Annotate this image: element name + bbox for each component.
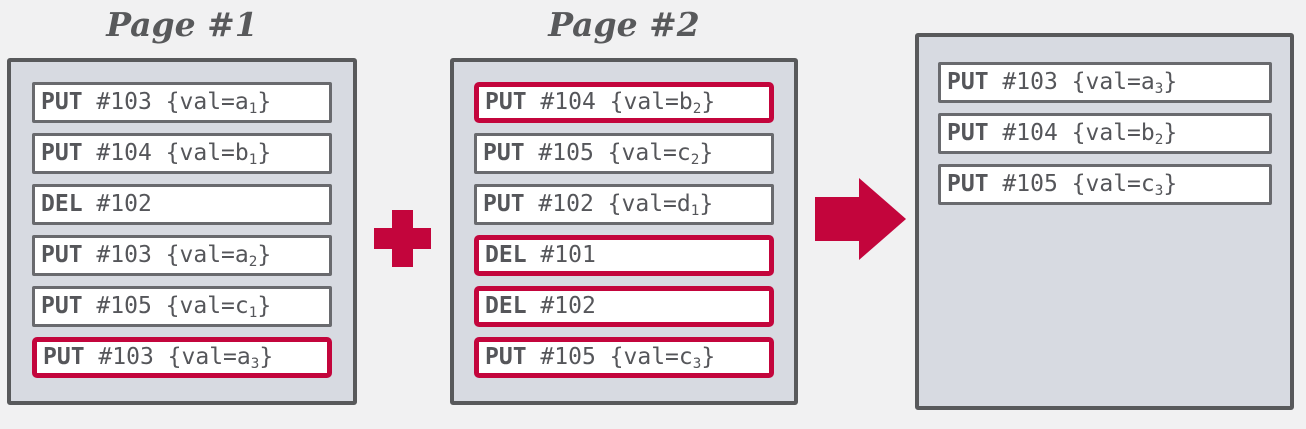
record-key: #103 <box>1002 69 1058 95</box>
plus-icon <box>374 210 431 267</box>
op-code: PUT <box>41 89 83 115</box>
operation-row: PUT #102 {val=d1} <box>474 184 774 225</box>
record-key: #102 <box>96 191 152 217</box>
op-code: PUT <box>483 191 525 217</box>
value-version-subscript: 2 <box>248 253 258 270</box>
merged-page-box: PUT #103 {val=a3}PUT #104 {val=b2}PUT #1… <box>915 33 1294 410</box>
record-key: #104 <box>96 140 152 166</box>
record-value: {val=a3} <box>167 344 274 372</box>
operation-row: DEL #102 <box>474 286 774 327</box>
record-value: {val=a2} <box>165 242 272 270</box>
record-key: #103 <box>98 344 154 370</box>
operation-row: PUT #105 {val=c1} <box>32 286 332 327</box>
record-key: #105 <box>540 344 596 370</box>
operation-row: DEL #101 <box>474 235 774 276</box>
operation-row: PUT #103 {val=a3} <box>32 337 332 378</box>
operation-row: PUT #104 {val=b1} <box>32 133 332 174</box>
operation-row: DEL #102 <box>32 184 332 225</box>
record-value: {val=a3} <box>1071 69 1178 97</box>
value-version-subscript: 2 <box>692 100 702 117</box>
op-code: PUT <box>483 140 525 166</box>
page2-box: PUT #104 {val=b2}PUT #105 {val=c2}PUT #1… <box>450 58 798 405</box>
record-key: #104 <box>1002 120 1058 146</box>
value-version-subscript: 3 <box>1154 80 1164 97</box>
op-code: DEL <box>485 242 527 268</box>
value-version-subscript: 1 <box>248 304 258 321</box>
op-code: PUT <box>41 293 83 319</box>
op-code: PUT <box>41 140 83 166</box>
op-code: PUT <box>947 120 989 146</box>
operation-row: PUT #103 {val=a1} <box>32 82 332 123</box>
op-code: PUT <box>485 89 527 115</box>
operation-row: PUT #105 {val=c2} <box>474 133 774 174</box>
record-key: #105 <box>538 140 594 166</box>
page1-title: Page #1 <box>106 5 258 44</box>
record-key: #103 <box>96 242 152 268</box>
value-version-subscript: 2 <box>690 151 700 168</box>
record-key: #105 <box>96 293 152 319</box>
record-key: #102 <box>538 191 594 217</box>
value-version-subscript: 1 <box>248 100 258 117</box>
arrow-body <box>815 197 861 241</box>
record-value: {val=c1} <box>165 293 272 321</box>
op-code: PUT <box>947 69 989 95</box>
record-key: #102 <box>540 293 596 319</box>
value-version-subscript: 1 <box>690 202 700 219</box>
op-code: PUT <box>41 242 83 268</box>
op-code: PUT <box>485 344 527 370</box>
operation-row: PUT #103 {val=a3} <box>938 62 1272 103</box>
value-version-subscript: 1 <box>248 151 258 168</box>
record-value: {val=a1} <box>165 89 272 117</box>
value-version-subscript: 3 <box>250 355 260 372</box>
op-code: DEL <box>485 293 527 319</box>
record-value: {val=b2} <box>1071 120 1178 148</box>
record-key: #103 <box>96 89 152 115</box>
value-version-subscript: 2 <box>1154 131 1164 148</box>
operation-row: PUT #104 {val=b2} <box>474 82 774 123</box>
record-value: {val=b2} <box>609 89 716 117</box>
value-version-subscript: 3 <box>1154 182 1164 199</box>
record-value: {val=c3} <box>1071 171 1178 199</box>
record-value: {val=b1} <box>165 140 272 168</box>
op-code: DEL <box>41 191 83 217</box>
record-key: #101 <box>540 242 596 268</box>
operation-row: PUT #104 {val=b2} <box>938 113 1272 154</box>
operation-row: PUT #105 {val=c3} <box>474 337 774 378</box>
record-value: {val=c3} <box>609 344 716 372</box>
operation-row: PUT #105 {val=c3} <box>938 164 1272 205</box>
value-version-subscript: 3 <box>692 355 702 372</box>
record-key: #105 <box>1002 171 1058 197</box>
plus-vertical-bar <box>392 210 413 267</box>
arrow-right-icon <box>815 178 906 260</box>
page1-box: PUT #103 {val=a1}PUT #104 {val=b1}DEL #1… <box>7 58 357 405</box>
op-code: PUT <box>947 171 989 197</box>
record-value: {val=c2} <box>607 140 714 168</box>
op-code: PUT <box>43 344 85 370</box>
operation-row: PUT #103 {val=a2} <box>32 235 332 276</box>
record-key: #104 <box>540 89 596 115</box>
page2-title: Page #2 <box>548 5 700 44</box>
record-value: {val=d1} <box>607 191 714 219</box>
arrow-head <box>859 178 906 260</box>
